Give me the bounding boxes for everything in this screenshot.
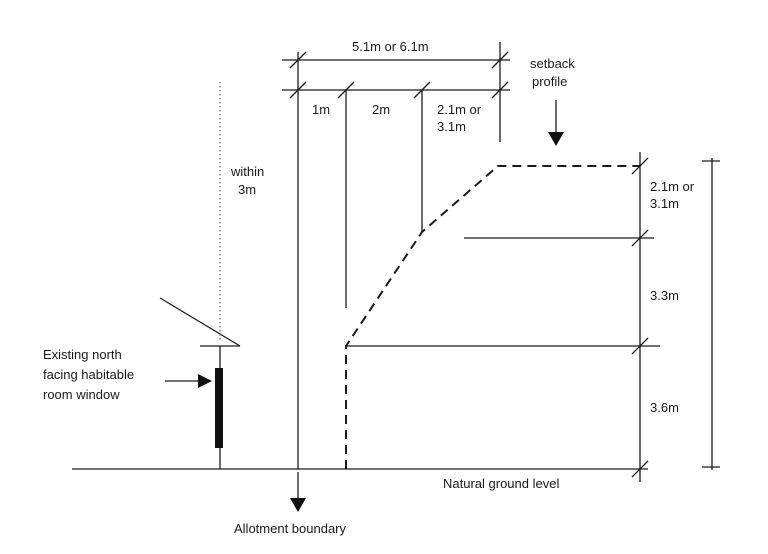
- dim-1m-label: 1m: [312, 102, 330, 117]
- within-label-line1: within: [230, 164, 264, 179]
- window-arrow-head: [198, 374, 212, 388]
- right-top-label-line2: 3.1m: [650, 196, 679, 211]
- setback-arrow-head: [548, 132, 564, 146]
- window-bar: [215, 368, 223, 448]
- setback-label-line1: setback: [530, 56, 575, 71]
- window-label-line2: facing habitable: [43, 367, 134, 382]
- right-top-label-line1: 2.1m or: [650, 179, 695, 194]
- right-mid-label: 3.3m: [650, 288, 679, 303]
- setback-profile-line: [345, 165, 640, 469]
- boundary-arrow-head: [290, 498, 306, 512]
- window-label-line1: Existing north: [43, 347, 122, 362]
- ground-label: Natural ground level: [443, 476, 559, 491]
- right-low-label: 3.6m: [650, 400, 679, 415]
- dim-total-label: 5.1m or 6.1m: [352, 39, 429, 54]
- setback-label-line2: profile: [532, 74, 567, 89]
- dim-upper-label-line1: 2.1m or: [437, 102, 482, 117]
- window-label-line3: room window: [43, 387, 120, 402]
- within-label-line2: 3m: [238, 182, 256, 197]
- dim-2m-label: 2m: [372, 102, 390, 117]
- boundary-label: Allotment boundary: [234, 521, 347, 536]
- dim-upper-label-line2: 3.1m: [437, 119, 466, 134]
- eave-line: [159, 297, 241, 347]
